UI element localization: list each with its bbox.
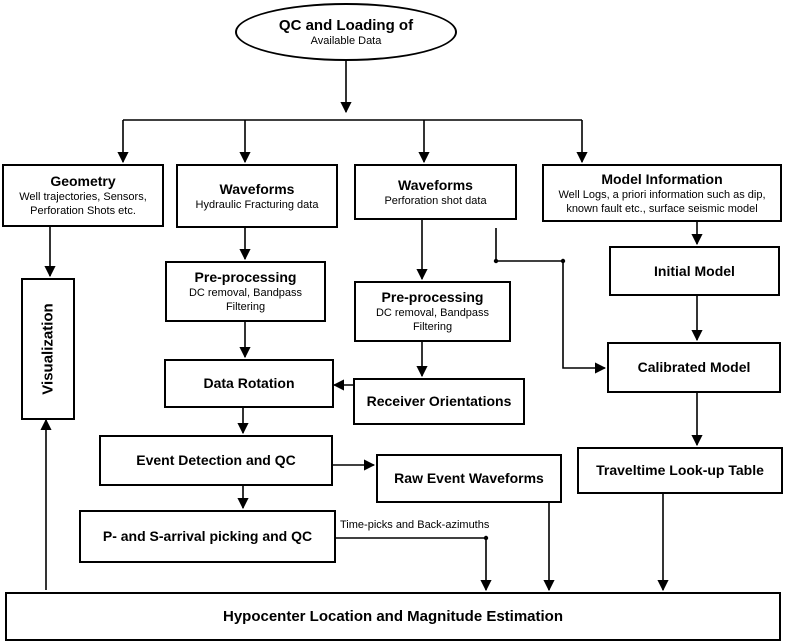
node-calibrated-model: Calibrated Model <box>607 342 781 393</box>
node-title: Event Detection and QC <box>136 452 296 468</box>
node-arrival-picking: P- and S-arrival picking and QC <box>79 510 336 563</box>
node-title: Waveforms <box>398 176 473 193</box>
node-title: Waveforms <box>219 180 295 197</box>
node-line: Perforation Shots etc. <box>30 205 136 217</box>
node-traveltime-table: Traveltime Look-up Table <box>577 447 783 494</box>
node-title: Data Rotation <box>203 375 295 391</box>
node-line: Well trajectories, Sensors, <box>19 191 147 203</box>
node-title: Initial Model <box>654 262 735 279</box>
node-raw-event-waveforms: Raw Event Waveforms <box>376 454 562 503</box>
node-line: DC removal, Bandpass <box>188 287 303 299</box>
node-waveforms-perf: Waveforms Perforation shot data <box>354 164 517 220</box>
node-title: Receiver Orientations <box>366 393 512 409</box>
node-title: Visualization <box>39 303 57 395</box>
node-qc-loading: QC and Loading of Available Data <box>235 3 457 61</box>
node-event-detection: Event Detection and QC <box>99 435 333 486</box>
node-title: Calibrated Model <box>637 359 751 375</box>
node-hypocenter-location: Hypocenter Location and Magnitude Estima… <box>5 592 781 641</box>
node-preprocessing-hf: Pre-processing DC removal, Bandpass Filt… <box>165 261 326 322</box>
node-waveforms-hf: Waveforms Hydraulic Fracturing data <box>176 164 338 228</box>
node-subtitle: Hydraulic Fracturing data <box>195 198 319 211</box>
node-subtitle: Available Data <box>310 34 382 47</box>
junction-dot <box>560 258 566 264</box>
node-line: Filtering <box>225 301 266 313</box>
junction-dot <box>493 258 499 264</box>
junction-dot <box>483 535 489 541</box>
edge-label-time-picks: Time-picks and Back-azimuths <box>340 519 490 531</box>
edge-picking-to-hypocenter <box>336 537 492 592</box>
node-line: Well Logs, a priori information such as … <box>558 188 766 201</box>
node-line: known fault etc., surface seismic model <box>566 202 758 215</box>
node-title: Raw Event Waveforms <box>394 470 544 486</box>
node-initial-model: Initial Model <box>609 246 780 296</box>
node-title: P- and S-arrival picking and QC <box>102 528 313 544</box>
node-title: Model Information <box>601 170 723 187</box>
node-title: Pre-processing <box>194 269 297 285</box>
node-title: Hypocenter Location and Magnitude Estima… <box>222 608 564 625</box>
node-title: Geometry <box>50 173 116 189</box>
node-line: DC removal, Bandpass <box>375 307 490 319</box>
node-title: QC and Loading of <box>278 16 414 34</box>
node-geometry: Geometry Well trajectories, Sensors, Per… <box>2 164 164 227</box>
edge-waveforms-perf-to-calibrated <box>495 228 607 374</box>
node-subtitle: Perforation shot data <box>384 194 487 207</box>
node-line: Filtering <box>412 321 453 333</box>
node-title: Pre-processing <box>381 289 484 305</box>
node-receiver-orientations: Receiver Orientations <box>353 378 525 425</box>
node-visualization: Visualization <box>21 278 75 420</box>
node-model-information: Model Information Well Logs, a priori in… <box>542 164 782 222</box>
node-title: Traveltime Look-up Table <box>596 462 764 478</box>
node-data-rotation: Data Rotation <box>164 359 334 408</box>
node-preprocessing-perf: Pre-processing DC removal, Bandpass Filt… <box>354 281 511 342</box>
